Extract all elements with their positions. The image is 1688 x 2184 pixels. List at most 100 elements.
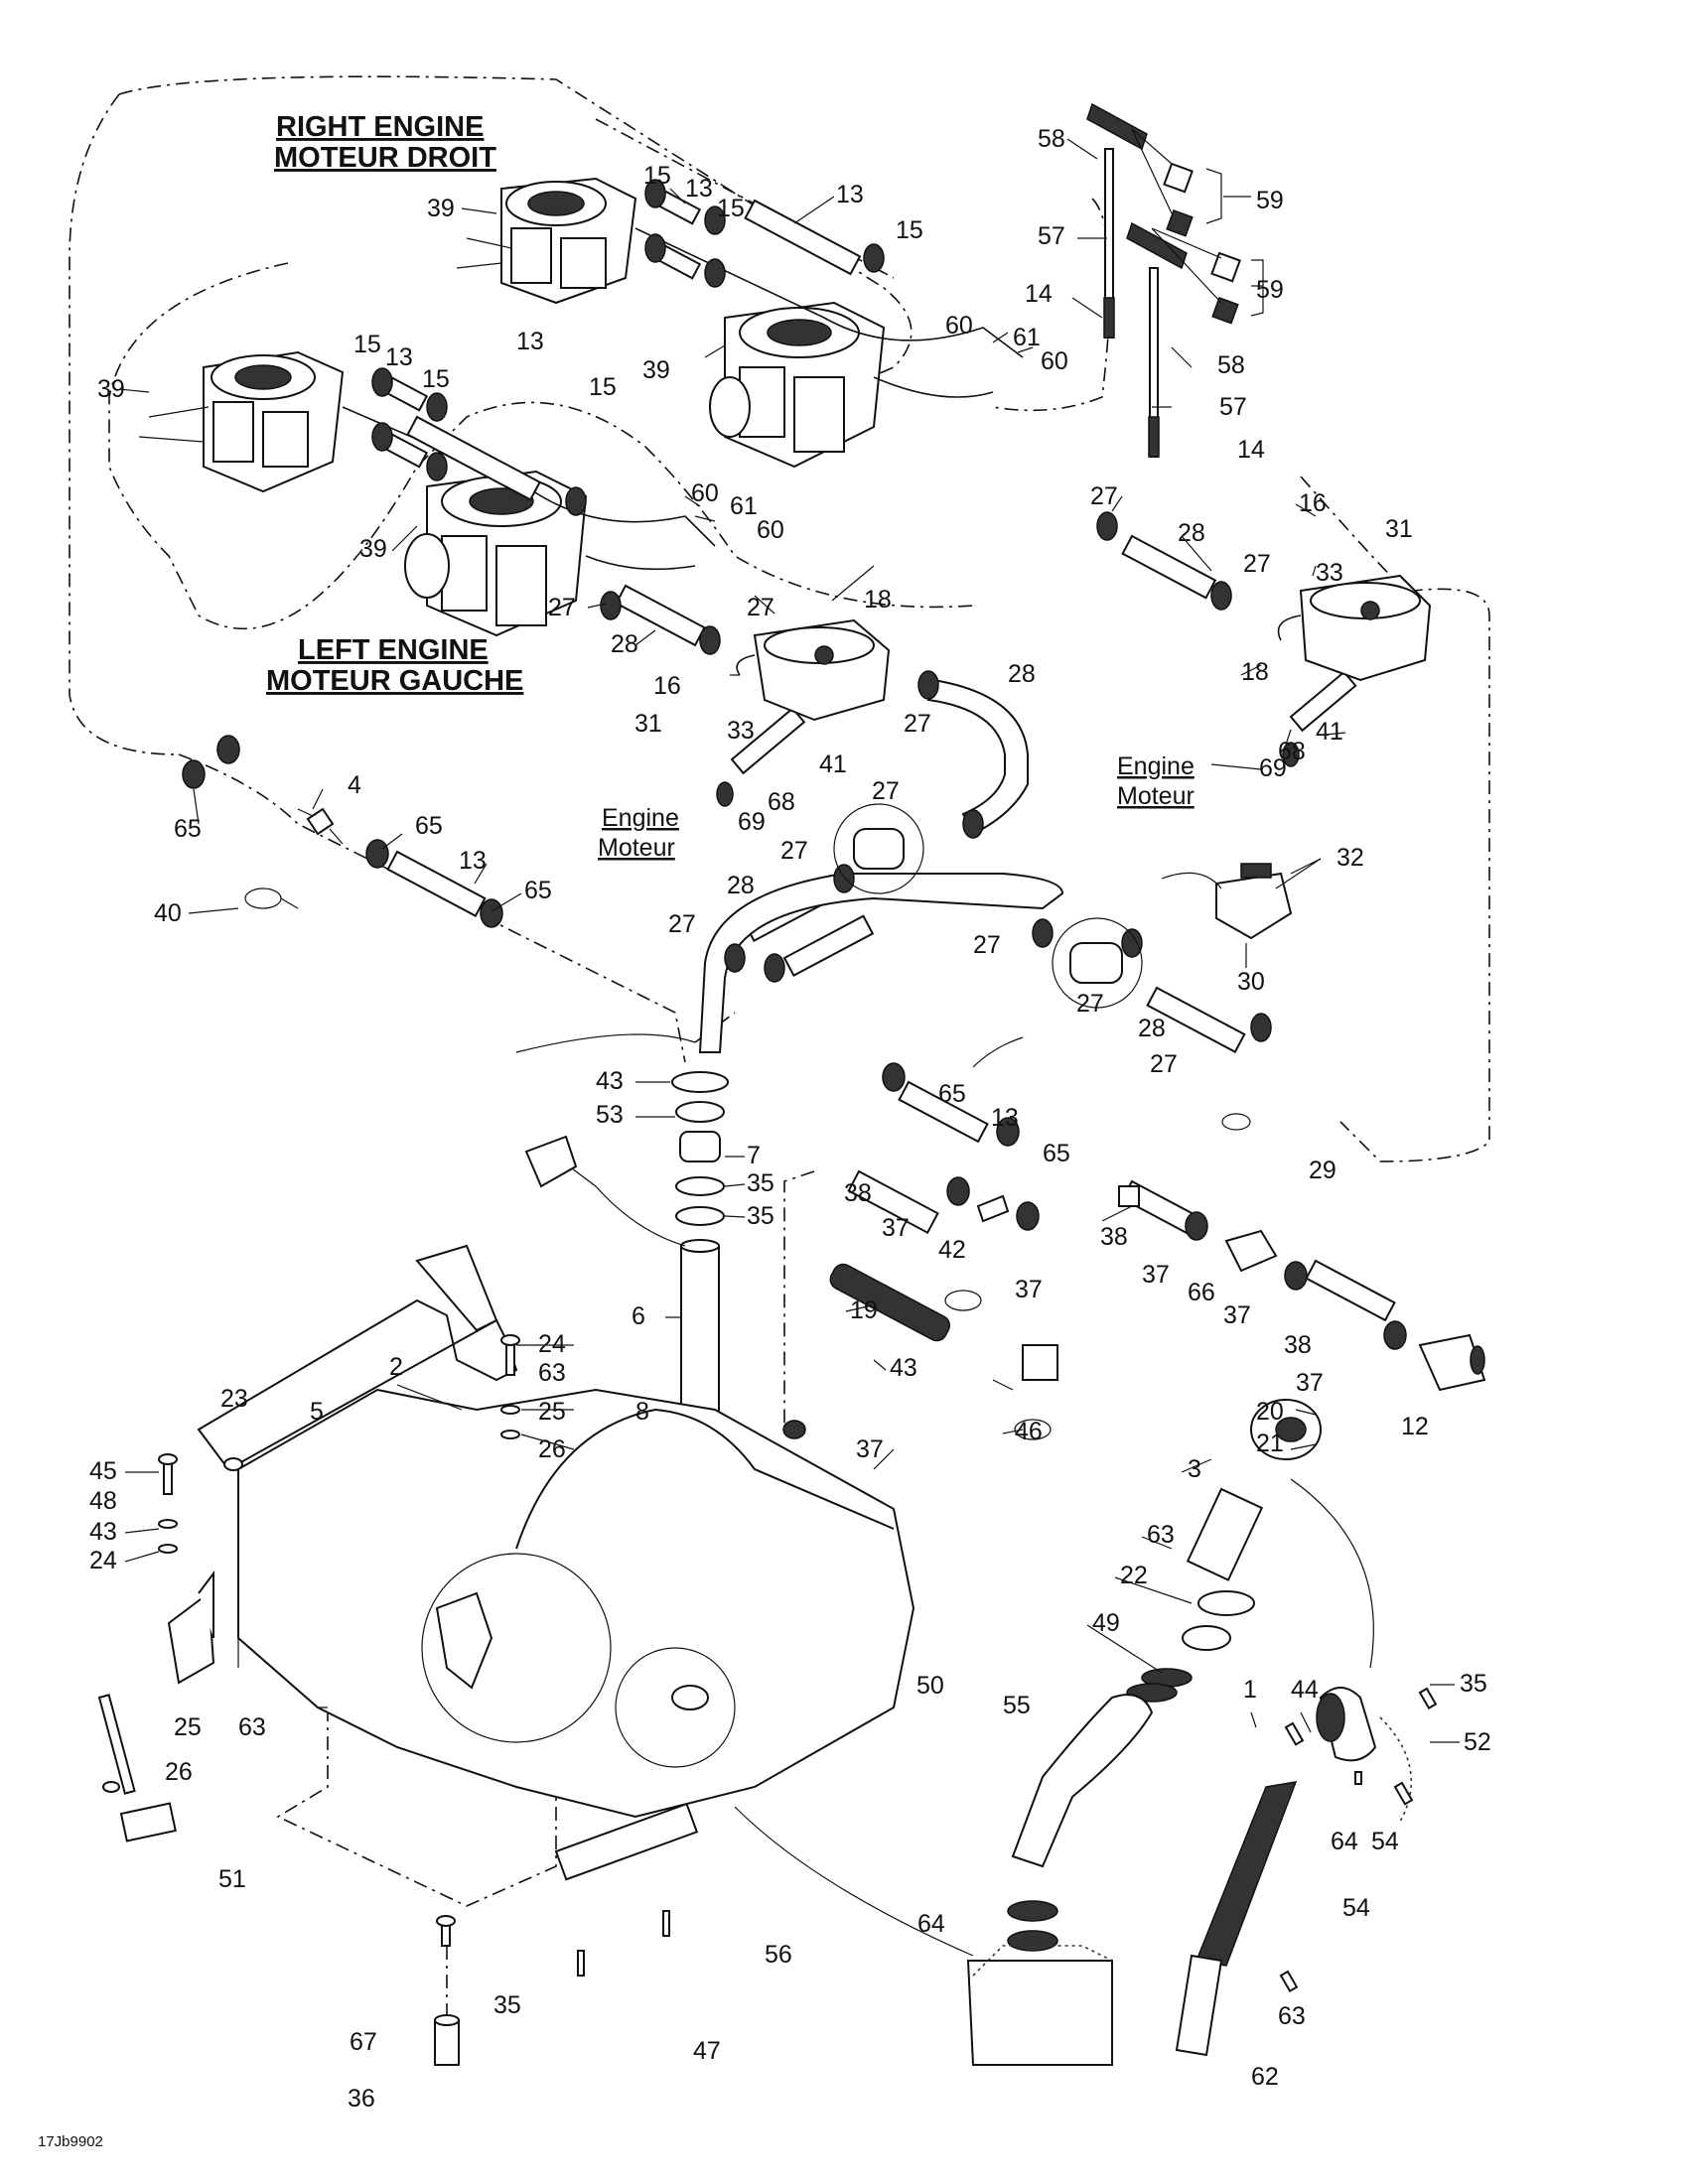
callout: 28 bbox=[1138, 1015, 1166, 1042]
callout: 28 bbox=[1178, 519, 1205, 547]
filler-hose bbox=[1175, 1781, 1298, 2057]
callout: 46 bbox=[1015, 1418, 1043, 1445]
callout: 13 bbox=[991, 1104, 1019, 1132]
callout: 23 bbox=[220, 1385, 248, 1413]
callout: 27 bbox=[1076, 990, 1104, 1018]
callout: 37 bbox=[1142, 1261, 1170, 1289]
callout: 15 bbox=[589, 373, 617, 401]
callout: 24 bbox=[538, 1330, 566, 1358]
callout: 27 bbox=[973, 931, 1001, 959]
callout: 53 bbox=[596, 1101, 624, 1129]
svg-text:MOTEUR GAUCHE: MOTEUR GAUCHE bbox=[266, 665, 523, 697]
callout: 38 bbox=[1100, 1223, 1128, 1251]
callout: 67 bbox=[350, 2028, 377, 2056]
callout: 4 bbox=[348, 771, 361, 799]
callout: 27 bbox=[1150, 1050, 1178, 1078]
callout: 39 bbox=[642, 356, 670, 384]
callout: 63 bbox=[538, 1359, 566, 1387]
callout: 31 bbox=[1385, 515, 1413, 543]
leader-lines bbox=[118, 128, 1460, 1743]
callout: 45 bbox=[89, 1457, 117, 1485]
callout: 13 bbox=[685, 175, 713, 203]
cable-ties bbox=[244, 887, 1251, 1440]
quick-connector-12 bbox=[1418, 1333, 1486, 1392]
callout: 63 bbox=[1278, 2002, 1306, 2030]
callout: 15 bbox=[422, 365, 450, 393]
callout: 35 bbox=[747, 1169, 774, 1197]
callout: 24 bbox=[89, 1547, 117, 1574]
fuel-tank bbox=[237, 1388, 915, 1819]
callout: 1 bbox=[1243, 1676, 1257, 1704]
callout: 13 bbox=[516, 328, 544, 355]
callout: 15 bbox=[896, 216, 923, 244]
callout: 22 bbox=[1120, 1562, 1148, 1589]
callout: 61 bbox=[1013, 324, 1041, 351]
callout: 12 bbox=[1401, 1413, 1429, 1440]
callout: 56 bbox=[765, 1941, 792, 1969]
callout: 27 bbox=[904, 710, 931, 738]
filler-cap bbox=[1316, 1687, 1412, 1823]
svg-text:RIGHT ENGINE: RIGHT ENGINE bbox=[276, 111, 484, 143]
connector-66 bbox=[1224, 1229, 1278, 1273]
svg-text:MOTEUR DROIT: MOTEUR DROIT bbox=[274, 142, 496, 174]
callout: 13 bbox=[836, 181, 864, 208]
callout: 37 bbox=[1015, 1276, 1043, 1303]
t-connector bbox=[976, 1194, 1010, 1223]
hoses bbox=[378, 187, 1396, 1322]
callout: 54 bbox=[1371, 1828, 1399, 1855]
fuel-pump-right bbox=[1277, 574, 1432, 682]
fuel-filter-lower bbox=[1052, 917, 1143, 1009]
callout: 60 bbox=[945, 312, 973, 340]
engine-label-a: Engine Moteur bbox=[1117, 752, 1195, 810]
engine-label-b: Engine Moteur bbox=[598, 804, 679, 862]
fuel-filter-upper bbox=[833, 803, 924, 894]
fuel-pump-left bbox=[736, 618, 891, 722]
callout: 31 bbox=[634, 710, 662, 738]
callout: 62 bbox=[1251, 2063, 1279, 2091]
callout: 8 bbox=[635, 1398, 649, 1426]
fuel-valve bbox=[1161, 863, 1293, 940]
callout: 15 bbox=[353, 331, 381, 358]
callout: 28 bbox=[727, 872, 755, 899]
callout: 58 bbox=[1217, 351, 1245, 379]
callout: 37 bbox=[1223, 1301, 1251, 1329]
callout: 27 bbox=[780, 837, 808, 865]
callout-labels: 58 59 57 14 59 58 57 14 39 15 13 15 13 1… bbox=[89, 125, 1491, 2113]
callout: 3 bbox=[1188, 1455, 1201, 1483]
right-engine-carburetor-rear bbox=[709, 301, 886, 469]
callout: 65 bbox=[415, 812, 443, 840]
callout: 65 bbox=[524, 877, 552, 904]
callout: 38 bbox=[844, 1179, 872, 1207]
callout: 37 bbox=[856, 1435, 884, 1463]
callout: 52 bbox=[1464, 1728, 1491, 1756]
callout: 69 bbox=[738, 808, 766, 836]
callout: 20 bbox=[1256, 1398, 1284, 1426]
screws-and-washers bbox=[97, 1334, 670, 2066]
callout: 41 bbox=[1316, 718, 1343, 746]
callout: 58 bbox=[1038, 125, 1065, 153]
callout: 36 bbox=[348, 2085, 375, 2113]
callout: 15 bbox=[643, 162, 671, 190]
callout: 29 bbox=[1309, 1157, 1336, 1184]
callout: 27 bbox=[668, 910, 696, 938]
protective-sleeve bbox=[829, 1263, 951, 1342]
callout: 35 bbox=[747, 1202, 774, 1230]
callout: 21 bbox=[1256, 1430, 1284, 1457]
callout: 27 bbox=[548, 594, 576, 621]
callout: 42 bbox=[938, 1236, 966, 1264]
callout: 39 bbox=[359, 535, 387, 563]
callout: 60 bbox=[691, 479, 719, 507]
callout: 65 bbox=[174, 815, 202, 843]
callout: 65 bbox=[938, 1080, 966, 1108]
callout: 61 bbox=[730, 492, 758, 520]
callout: 48 bbox=[89, 1487, 117, 1515]
left-engine-carburetor-rear bbox=[404, 470, 588, 637]
callout: 33 bbox=[727, 717, 755, 745]
callout: 59 bbox=[1256, 276, 1284, 304]
callout: 64 bbox=[917, 1910, 945, 1938]
callout: 66 bbox=[1188, 1279, 1215, 1306]
callout: 14 bbox=[1237, 436, 1265, 464]
svg-text:Moteur: Moteur bbox=[598, 834, 675, 862]
filler-neck bbox=[966, 1399, 1322, 2066]
